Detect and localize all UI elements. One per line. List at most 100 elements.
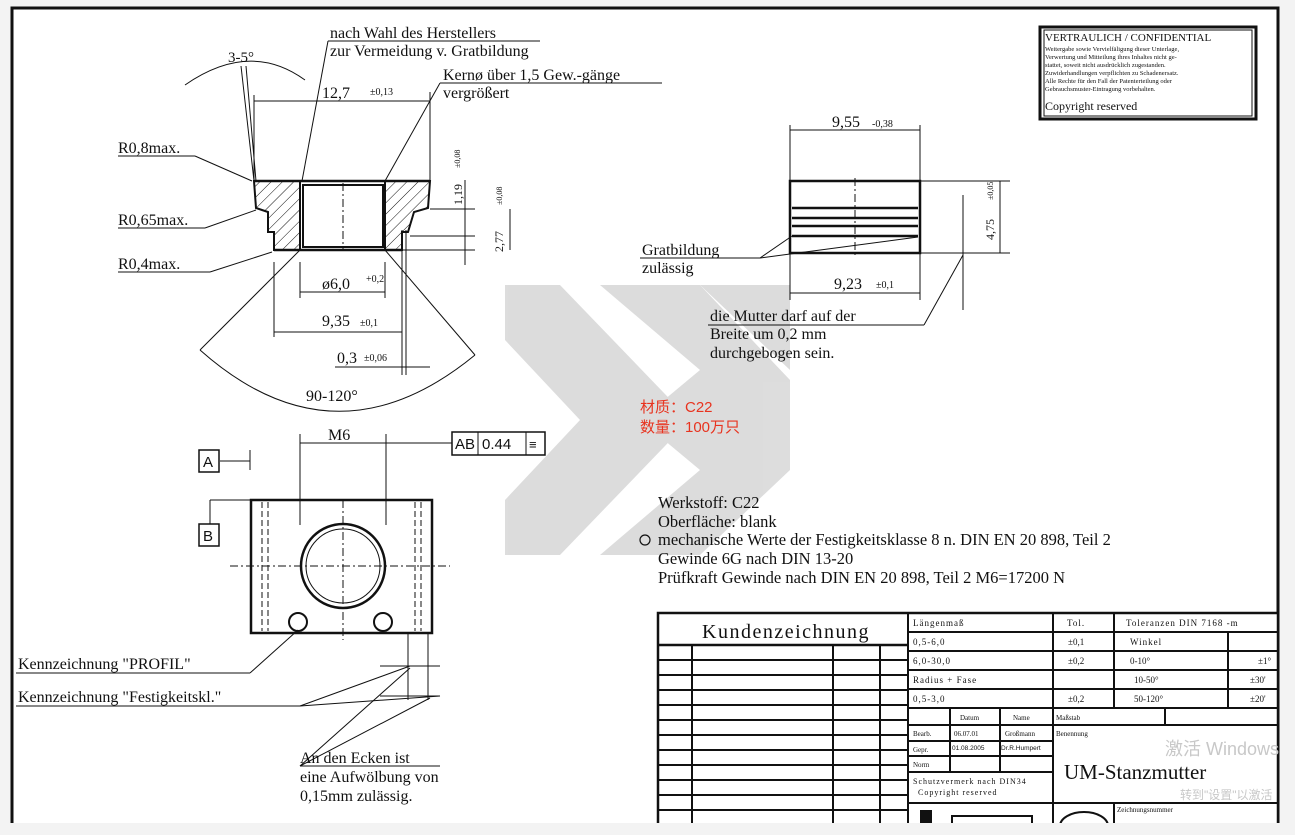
title-block: Kundenzeichnung Längenmaß Tol. Toleranze… — [656, 611, 1280, 835]
side-view-bottom-width: 9,23 — [834, 276, 862, 293]
side-view-height-tol: ±0,05 — [986, 182, 995, 200]
section-view-h2-tol: ±0,08 — [495, 187, 504, 205]
quantity-annotation: 数量：100万只 — [640, 419, 740, 436]
title-block-length: Längenmaß — [913, 618, 964, 628]
title-block-checked-date: 01.08.2005 — [952, 745, 985, 752]
title-block-checked-name: Dr.R.Humpert — [1001, 745, 1041, 752]
title-block-a3-tol: ±20' — [1250, 694, 1266, 704]
section-view-w3-tol: ±0,06 — [364, 353, 387, 364]
title-block-a1-tol: ±1° — [1258, 656, 1271, 666]
activation-watermark-subtitle: 转到"设置"以激活 — [1180, 787, 1273, 802]
side-view-bend-2: Breite um 0,2 mm — [710, 326, 827, 343]
section-view-core-note-2: vergrößert — [443, 85, 510, 102]
activation-watermark-title: 激活 Windows — [1165, 739, 1279, 759]
title-block-checked: Gepr. — [913, 746, 929, 754]
side-view-top-tol: -0,38 — [872, 119, 893, 130]
title-block-angle: Winkel — [1130, 637, 1162, 647]
section-view-angle-bottom: 90-120° — [306, 388, 358, 405]
plan-view-mark-class: Kennzeichnung "Festigkeitskl." — [18, 689, 221, 706]
title-block-part-name: UM-Stanzmutter — [1064, 760, 1206, 784]
plan-view-gdt-symbol: ≡ — [529, 437, 537, 452]
title-block-scale: Maßstab — [1056, 714, 1081, 722]
section-view-r2: R0,65max. — [118, 212, 188, 229]
title-block-norm: Norm — [913, 761, 930, 769]
section-view-bore-tol: +0,2 — [366, 274, 384, 285]
plan-view-corner-2: eine Aufwölbung von — [300, 769, 439, 786]
specs-proof: Prüfkraft Gewinde nach DIN EN 20 898, Te… — [658, 568, 1065, 587]
confidential-box: VERTRAULICH / CONFIDENTIAL Weitergabe so… — [1038, 25, 1258, 121]
specs-surface: Oberfläche: blank — [658, 512, 777, 531]
section-view-angle-top: 3-5° — [228, 50, 254, 66]
title-block-r2-tol: ±0,2 — [1068, 656, 1084, 666]
title-block-designation: Benennung — [1056, 730, 1088, 738]
confidential-lines-2: stattet, soweit nicht ausdrücklich zuges… — [1045, 62, 1166, 69]
title-block-drawing-no: Zeichnungsnummer — [1117, 806, 1174, 814]
plan-view-mark-profil: Kennzeichnung "PROFIL" — [18, 656, 191, 673]
section-view-w2: 9,35 — [322, 313, 350, 330]
plan-view-thread: M6 — [328, 427, 350, 444]
title-block-edited: Bearb. — [913, 730, 932, 738]
side-view-height: 4,75 — [983, 219, 997, 240]
confidential-lines-5: Gebrauchsmuster-Eintragung vorbehalten. — [1045, 86, 1156, 93]
title-block-r1: 0,5-6,0 — [913, 637, 946, 647]
section-view-h1-tol: ±0,08 — [453, 150, 462, 168]
title-block-a3: 50-120° — [1134, 694, 1163, 704]
title-block-protection-1: Schutzvermerk nach DIN34 — [913, 777, 1027, 786]
section-view-width: 12,7 — [322, 85, 350, 102]
watermark-logo — [505, 285, 790, 555]
confidential-lines-4: Alle Rechte für den Fall der Patentertei… — [1045, 78, 1173, 85]
title-block-edited-name: Großmann — [1005, 730, 1035, 738]
section-view-h1: 1,19 — [451, 184, 465, 205]
plan-view-gdt-value: 0.44 — [482, 436, 511, 453]
plan-view: A B M6 AB 0.44 ≡ Kennzeichnung "PROFIL" … — [16, 427, 546, 805]
title-block-tol: Tol. — [1067, 618, 1085, 628]
section-view: nach Wahl des Herstellers zur Vermeidung… — [118, 25, 662, 412]
section-view-core-note-1: Kernø über 1,5 Gew.-gänge — [443, 67, 620, 84]
section-view-width-tol: ±0,13 — [370, 87, 393, 98]
section-view-h2: 2,77 — [492, 231, 506, 252]
plan-view-datum-b: B — [203, 528, 213, 545]
side-view-bend-3: durchgebogen sein. — [710, 345, 834, 362]
title-block-radius: Radius + Fase — [913, 675, 977, 685]
title-block-r1-tol: ±0,1 — [1068, 637, 1084, 647]
side-view-burr-1: Gratbildung — [642, 242, 719, 259]
title-block-r3-tol: ±0,2 — [1068, 694, 1084, 704]
plan-view-gdt-ref: AB — [455, 436, 475, 453]
title-block-tolerances: Toleranzen DIN 7168 -m — [1126, 618, 1239, 628]
title-block-r3: 0,5-3,0 — [913, 694, 946, 704]
section-view-bore: ø6,0 — [322, 276, 350, 293]
title-block-a2-tol: ±30' — [1250, 675, 1266, 685]
title-block-customer-drawing: Kundenzeichnung — [702, 621, 870, 643]
plan-view-corner-1: An den Ecken ist — [300, 750, 410, 767]
specs-mechanical: mechanische Werte der Festigkeitsklasse … — [658, 530, 1111, 549]
viewer-bottom-strip — [0, 823, 1295, 835]
section-view-note-manufacturer-1: nach Wahl des Herstellers — [330, 25, 496, 42]
confidential-lines-1: Verwertung und Mitteilung ihres Inhaltes… — [1045, 54, 1177, 61]
confidential-copyright: Copyright reserved — [1045, 99, 1137, 113]
section-view-w2-tol: ±0,1 — [360, 318, 378, 329]
material-annotation: 材质：C22 — [640, 399, 713, 416]
specs-thread: Gewinde 6G nach DIN 13-20 — [658, 549, 853, 568]
gdt-frame: AB 0.44 ≡ — [451, 431, 546, 456]
section-view-w3: 0,3 — [337, 350, 357, 367]
plan-view-datum-a: A — [203, 454, 213, 471]
title-block-protection-2: Copyright reserved — [918, 788, 998, 797]
section-view-r1: R0,8max. — [118, 140, 180, 157]
side-view: 9,55 -0,38 4,75 ±0,05 Gratbildung zuläss… — [640, 114, 1010, 362]
side-view-bend-1: die Mutter darf auf der — [710, 308, 856, 325]
title-block-name: Name — [1013, 714, 1030, 722]
title-block-a1: 0-10° — [1130, 656, 1150, 666]
title-block-date: Datum — [960, 714, 980, 722]
confidential-title: VERTRAULICH / CONFIDENTIAL — [1045, 32, 1211, 44]
plan-view-corner-3: 0,15mm zulässig. — [300, 788, 412, 805]
title-block-a2: 10-50° — [1134, 675, 1159, 685]
side-view-bottom-tol: ±0,1 — [876, 280, 894, 291]
confidential-lines-3: Zuwiderhandlungen verpflichten zu Schade… — [1045, 70, 1179, 77]
title-block-r2: 6,0-30,0 — [913, 656, 951, 666]
section-view-r3: R0,4max. — [118, 256, 180, 273]
side-view-top-width: 9,55 — [832, 114, 860, 131]
side-view-burr-2: zulässig — [642, 260, 694, 277]
title-block-edited-date: 06.07.01 — [954, 730, 979, 738]
material-specs: Werkstoff: C22 Oberfläche: blank mechani… — [639, 493, 1111, 587]
